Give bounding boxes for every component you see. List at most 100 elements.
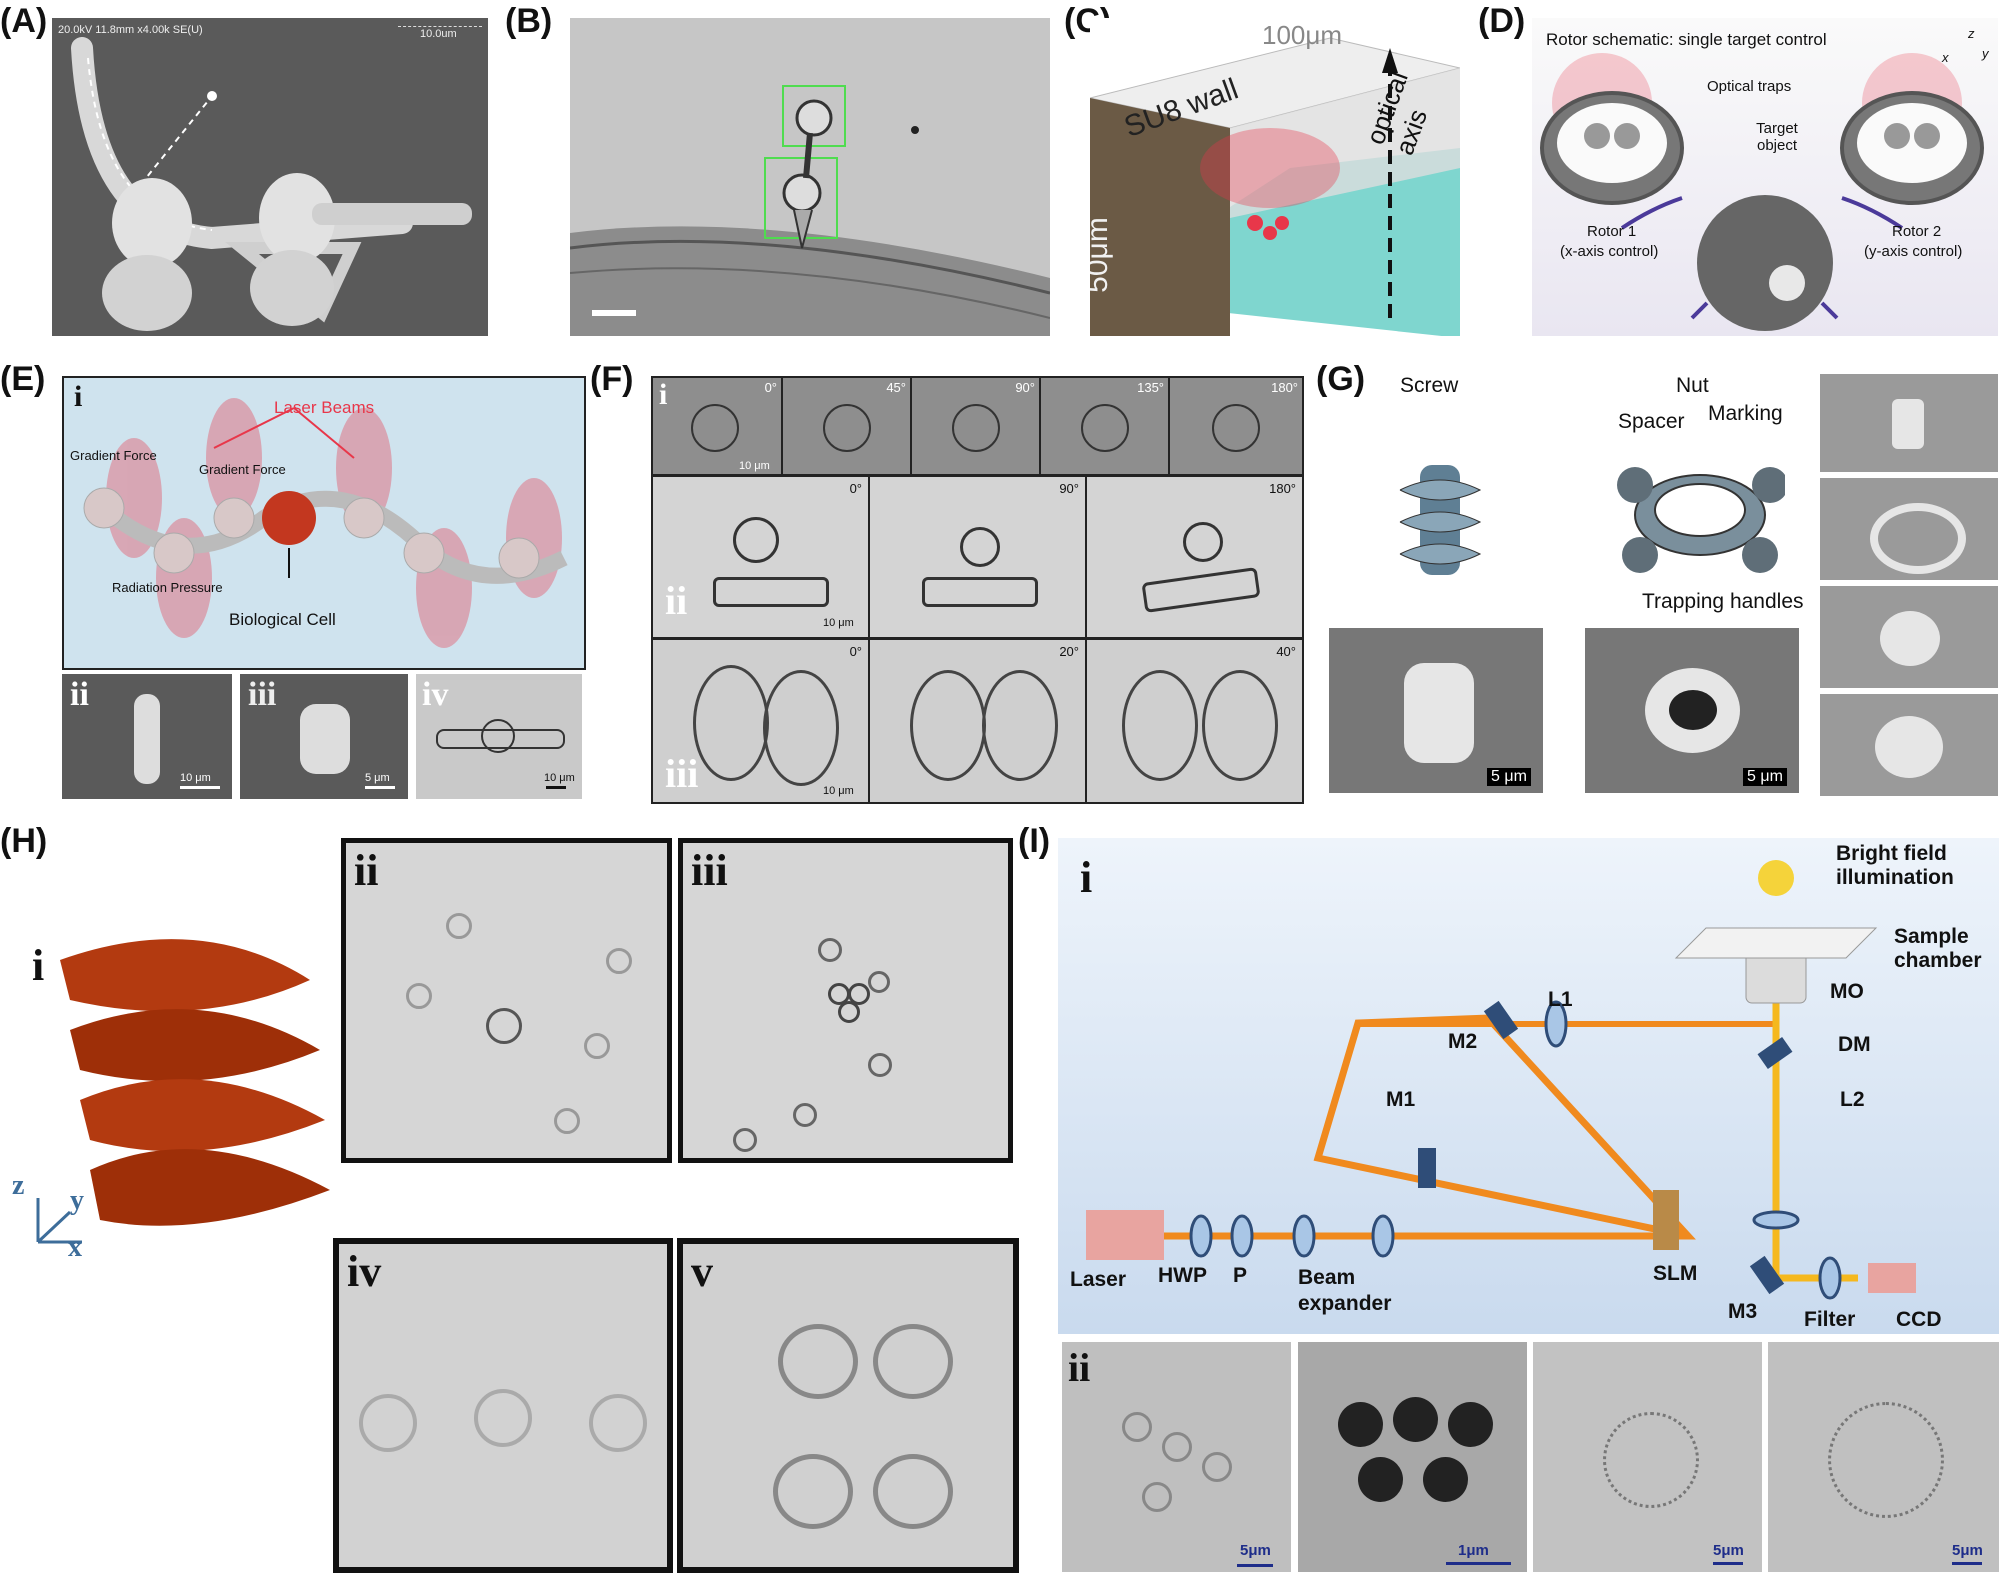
- panel-label-d: (D): [1478, 2, 1526, 40]
- sem-e-ii: ii 10 μm: [62, 674, 232, 799]
- scale-f-i: 10 μm: [739, 460, 770, 472]
- hwp-label: HWP: [1158, 1264, 1207, 1287]
- panel-label-g: (G): [1316, 360, 1366, 398]
- sem-screw: 5 μm: [1329, 628, 1543, 793]
- micro-i-ii-4: 5μm: [1768, 1342, 1999, 1572]
- sub-label-h-v: v: [691, 1247, 713, 1296]
- micro-f: 0° i 10 μm 45° 90° 135° 180° 0° ii 10 μm…: [651, 376, 1304, 804]
- rotor2-label: Rotor 2: [1892, 223, 1942, 240]
- angle-f-ii-90: 90°: [1059, 481, 1079, 496]
- expander-label: expander: [1298, 1292, 1392, 1315]
- marking-label: Marking: [1708, 402, 1783, 425]
- sub-label-e-ii: ii: [70, 676, 89, 713]
- gradient-force-2: Gradient Force: [199, 462, 286, 477]
- microscope-image-b: [570, 18, 1050, 336]
- angle-f-i-135: 135°: [1137, 380, 1164, 395]
- dim-side: 50μm: [1090, 217, 1114, 293]
- sub-label-h-ii: ii: [354, 846, 379, 895]
- scale-i-ii-2: 1μm: [1458, 1542, 1489, 1559]
- micro-h-iii: iii: [678, 838, 1013, 1163]
- axis-x: x: [1942, 50, 1949, 65]
- sem-g-1: [1820, 374, 1998, 472]
- angle-f-iii-40: 40°: [1276, 644, 1296, 659]
- micro-i-ii-3: 5μm: [1533, 1342, 1762, 1572]
- axis-h-z: z: [12, 1170, 25, 1201]
- sub-label-h-iii: iii: [691, 846, 728, 895]
- scale-g-nut: 5 μm: [1743, 768, 1787, 786]
- micro-h-ii: ii: [341, 838, 672, 1163]
- rotor1-label: Rotor 1: [1587, 223, 1637, 240]
- f-i-frame-90: 90°: [912, 378, 1039, 474]
- angle-f-i-45: 45°: [886, 380, 906, 395]
- scale-f-ii: 10 μm: [823, 617, 854, 629]
- helix-drawing: [60, 939, 330, 1226]
- sample-label: Sample: [1894, 925, 1969, 948]
- sem-info: 20.0kV 11.8mm x4.00k SE(U): [58, 24, 203, 36]
- nut-label: Nut: [1676, 374, 1709, 397]
- filter-label: Filter: [1804, 1308, 1856, 1331]
- rotor-title: Rotor schematic: single target control: [1546, 30, 1827, 49]
- sub-label-h-i: i: [32, 941, 45, 990]
- m3-label: M3: [1728, 1300, 1758, 1323]
- laser-beams-label: Laser Beams: [274, 398, 375, 417]
- scale-f-iii: 10 μm: [823, 785, 854, 797]
- f-ii-frame-180: 180°: [1087, 477, 1302, 637]
- schematic-d: Rotor schematic: single target control z…: [1532, 18, 1998, 336]
- m1-label: M1: [1386, 1088, 1416, 1111]
- rotor1-sub: (x-axis control): [1560, 243, 1659, 260]
- h-axis-arrows: [36, 1198, 82, 1244]
- scale-i-ii-4: 5μm: [1952, 1542, 1983, 1559]
- angle-f-iii-0: 0°: [849, 644, 862, 659]
- sub-label-h-iv: iv: [347, 1247, 382, 1296]
- laser-label: Laser: [1070, 1268, 1127, 1291]
- optical-traps-label: Optical traps: [1707, 78, 1792, 95]
- trapping-handles-label: Trapping handles: [1642, 590, 1804, 613]
- angle-f-i-90: 90°: [1015, 380, 1035, 395]
- f-iii-frame-0: 0° iii 10 μm: [653, 640, 868, 802]
- sub-label-f-iii: iii: [665, 751, 699, 796]
- setup-diagram-i: i Bright field illumination Sample chamb…: [1058, 838, 1999, 1334]
- mo-label: MO: [1830, 980, 1864, 1003]
- spacer-label: Spacer: [1618, 410, 1685, 433]
- schematic-c: 100μm SU8 wall 50μm optical axis: [1090, 18, 1460, 336]
- slm-label: SLM: [1653, 1262, 1698, 1285]
- axis-y: y: [1982, 46, 1989, 61]
- micro-e-iv: iv 10 μm: [416, 674, 582, 799]
- scale-i-ii-1: 5μm: [1240, 1542, 1271, 1559]
- sub-label-f-i: i: [659, 378, 668, 411]
- sem-g-3: [1820, 586, 1998, 688]
- l1-label: L1: [1548, 988, 1573, 1011]
- scale-e-iii: 5 μm: [365, 772, 390, 784]
- sem-nut: 5 μm: [1585, 628, 1799, 793]
- f-i-frame-0: 0° i 10 μm: [653, 378, 781, 474]
- sub-label-e-i: i: [74, 380, 83, 413]
- dm-label: DM: [1838, 1033, 1871, 1056]
- angle-f-i-180: 180°: [1271, 380, 1298, 395]
- axis-h-y: y: [70, 1185, 84, 1216]
- micro-h-v: v: [677, 1238, 1019, 1573]
- schematic-e-i: i Laser Beams Gradient Force Gradient Fo…: [62, 376, 586, 670]
- f-iii-frame-20: 20°: [870, 640, 1085, 802]
- sub-label-i-i: i: [1080, 853, 1093, 902]
- rotor2-sub: (y-axis control): [1864, 243, 1963, 260]
- angle-f-i-0: 0°: [764, 380, 777, 395]
- chamber-label: chamber: [1894, 949, 1982, 972]
- p-label: P: [1233, 1264, 1248, 1287]
- biological-cell-label: Biological Cell: [229, 610, 336, 629]
- micro-h-iv: iv: [333, 1238, 673, 1573]
- scale-g-screw: 5 μm: [1487, 768, 1531, 786]
- f-ii-frame-90: 90°: [870, 477, 1085, 637]
- sem-e-iii: iii 5 μm: [240, 674, 408, 799]
- illumination-label: illumination: [1836, 866, 1954, 889]
- beam-label: Beam: [1298, 1266, 1356, 1289]
- target-label: Target object: [1756, 120, 1798, 154]
- scale-i-ii-3: 5μm: [1713, 1542, 1744, 1559]
- sem-g-2: [1820, 478, 1998, 580]
- screw-label: Screw: [1400, 374, 1459, 397]
- f-iii-frame-40: 40°: [1087, 640, 1302, 802]
- scale-e-ii: 10 μm: [180, 772, 211, 784]
- bright-field-label: Bright field: [1836, 842, 1947, 865]
- panel-label-f: (F): [590, 360, 634, 398]
- angle-f-iii-20: 20°: [1059, 644, 1079, 659]
- axis-z: z: [1968, 26, 1975, 41]
